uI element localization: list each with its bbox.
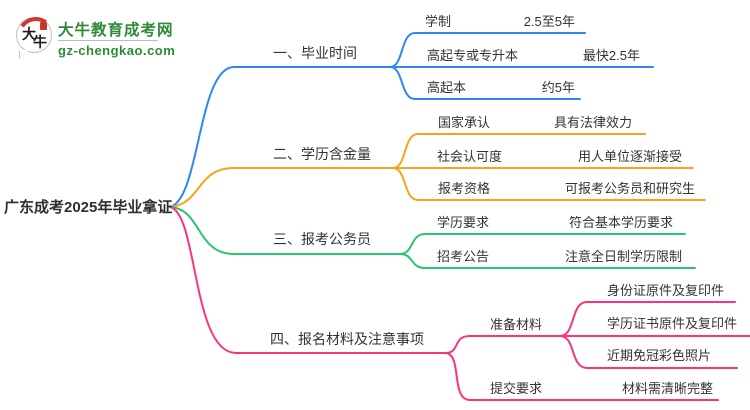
logo-bubble-tail [20, 50, 29, 58]
branch-4-label: 四、报名材料及注意事项 [270, 331, 424, 347]
logo-domain: gz-chengkao.com [58, 43, 176, 58]
branch-1-child-2-value: 最快2.5年 [582, 48, 640, 63]
branch-4-leaf-3-line [559, 335, 738, 369]
branch-2-child-2-label: 社会认可度 [437, 149, 503, 164]
branch-2-child-3-value: 可报考公务员和研究生 [564, 181, 695, 196]
branch-2-trunk-line [169, 167, 394, 208]
branch-1-child-2-label: 高起专或专升本 [427, 48, 519, 63]
logo-title: 大牛教育成考网 [58, 22, 174, 39]
branch-2-row-1-line [392, 133, 646, 169]
branch-3-lines [169, 206, 696, 269]
branch-1-child-1-label: 学制 [425, 14, 452, 29]
branch-4-prepare-line [444, 335, 561, 354]
branch-1-label: 一、毕业时间 [273, 45, 357, 61]
branch-3-row-2-line [399, 253, 696, 269]
logo-badge-icon: 大 牛 [16, 17, 52, 58]
branch-3-child-2-value: 注意全日制学历限制 [564, 249, 682, 264]
logo-divider [58, 40, 158, 41]
logo-badge-char2: 牛 [33, 34, 47, 50]
branch-2-child-2-value: 用人单位逐渐接受 [577, 149, 682, 164]
branch-3-child-1-value: 符合基本学历要求 [568, 215, 673, 230]
branch-3-child-1-label: 学历要求 [437, 215, 490, 230]
branch-1-child-1-value: 2.5至5年 [523, 14, 575, 29]
branch-4-lines [169, 206, 750, 401]
branch-2-child-1-label: 国家承认 [438, 115, 491, 130]
branch-1-lines [169, 32, 654, 208]
branch-4-submit-label: 提交要求 [490, 381, 543, 396]
root-node: 广东成考2025年毕业拿证 [4, 199, 173, 216]
branch-3-trunk-line [169, 206, 401, 255]
logo-badge-char1: 大 [22, 26, 36, 42]
branch-4-submit-line [444, 352, 719, 401]
branch-3-row-1-line [399, 233, 686, 255]
branch-2-child-1-value: 具有法律效力 [553, 115, 632, 130]
branch-1-row-3-line [389, 66, 581, 100]
branch-4-leaf-2: 学历证书原件及复印件 [607, 316, 738, 331]
branch-2-lines [169, 133, 706, 208]
branch-4-leaf-1: 身份证原件及复印件 [607, 283, 725, 298]
branch-1-trunk-line [169, 66, 391, 208]
branch-4-submit-value: 材料需清晰完整 [621, 381, 713, 396]
branch-2-row-3-line [392, 167, 706, 201]
branch-4-trunk-line [169, 206, 446, 354]
branch-2-label: 二、学历含金量 [273, 146, 371, 162]
branch-1-child-3-value: 约5年 [541, 80, 575, 95]
branch-1-row-1-line [389, 32, 586, 68]
branch-4-leaf-1-line [559, 301, 736, 337]
branch-2-child-3-label: 报考资格 [438, 181, 491, 196]
branch-3-child-2-label: 招考公告 [437, 249, 490, 264]
logo-seal-icon [40, 22, 47, 30]
branch-4-leaf-3: 近期免冠彩色照片 [607, 348, 712, 363]
branch-3-label: 三、报考公务员 [273, 231, 371, 247]
branch-1-child-3-label: 高起本 [427, 80, 467, 95]
branch-4-prepare-label: 准备材料 [490, 317, 543, 332]
site-logo: 大 牛 大牛教育成考网 gz-chengkao.com [10, 12, 180, 64]
